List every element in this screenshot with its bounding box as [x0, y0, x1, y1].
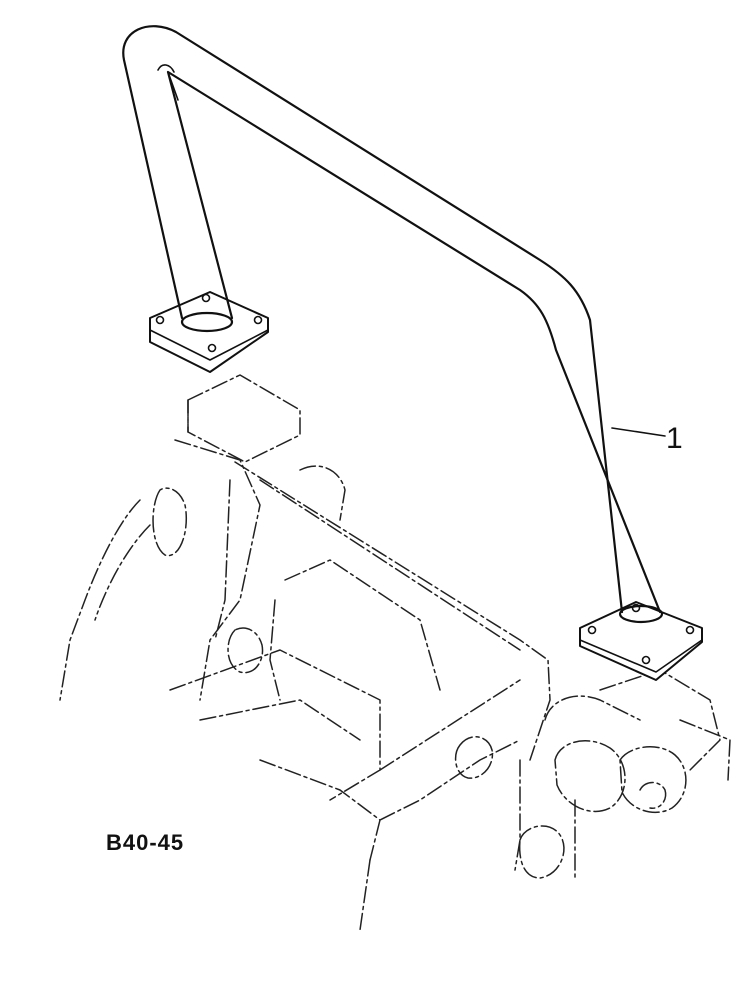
callout-number: 1 [666, 422, 683, 455]
callout-leader-line [611, 427, 666, 437]
figure-id: B40-45 [106, 830, 184, 855]
phantom-tractor-housing [59, 374, 731, 931]
callout-1: 1 [611, 422, 683, 455]
roll-bar-handle [122, 25, 703, 681]
right-mounting-flange [579, 601, 703, 681]
